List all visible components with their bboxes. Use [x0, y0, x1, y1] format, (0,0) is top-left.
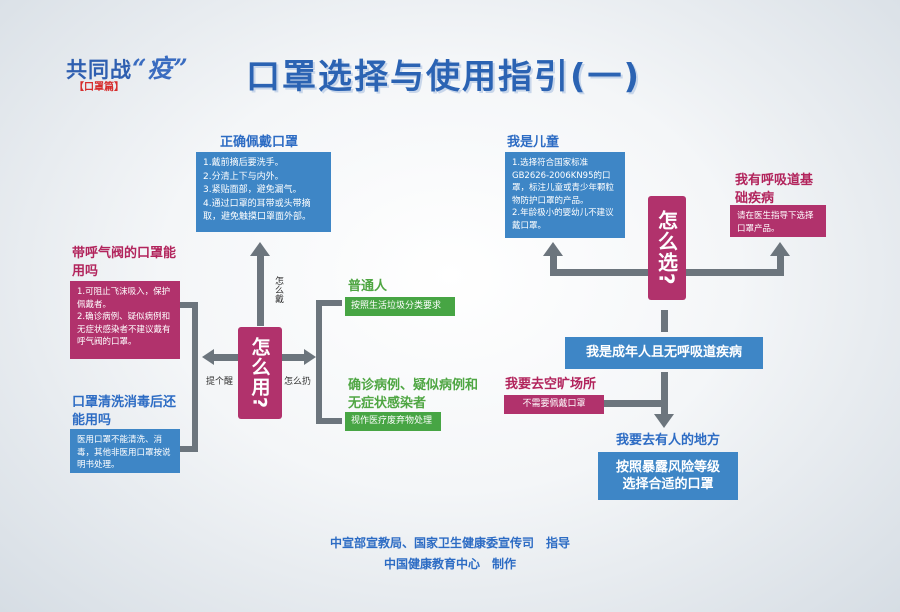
- wear-box: 1.戴前摘后要洗手。 2.分清上下与内外。 3.紧贴面部，避免漏气。 4.通过口…: [196, 152, 331, 232]
- confirmed-box: 视作医疗废弃物处理: [345, 412, 441, 431]
- adult-box: 我是成年人且无呼吸道疾病: [565, 337, 763, 369]
- arrow-up-shaft: [257, 254, 264, 326]
- bar-right-up-shaft: [777, 254, 784, 276]
- left-bracket-bottom: [180, 446, 198, 452]
- adult-text: 我是成年人且无呼吸道疾病: [585, 345, 742, 360]
- left-bracket-top: [180, 302, 198, 308]
- open-header: 我要去空旷场所: [505, 377, 597, 392]
- crowd-header: 我要去有人的地方: [616, 433, 721, 448]
- child-header: 我是儿童: [507, 135, 560, 150]
- valve-box: 1.可阻止飞沫吸入，保护佩戴者。 2.确诊病例、疑似病例和无症状感染者不建议戴有…: [70, 281, 180, 359]
- arrow-left-shaft: [214, 354, 238, 361]
- bar-right: [684, 269, 784, 276]
- wash-line-1: 医用口罩不能清洗、消毒，其他非医用口罩按说明书处理。: [77, 435, 171, 470]
- ordinary-text: 按照生活垃圾分类要求: [351, 301, 442, 311]
- valve-line-1: 1.可阻止飞沫吸入，保护佩戴者。: [77, 287, 171, 310]
- logo: 共同战“疫”: [66, 49, 189, 85]
- arrow-left-head: [202, 349, 214, 365]
- bar-left: [550, 269, 650, 276]
- open-text: 不需要佩戴口罩: [522, 399, 586, 409]
- discard-label: 怎么扔: [284, 377, 312, 387]
- footer-producer: 中国健康教育中心 制作: [383, 557, 516, 571]
- open-connector: [604, 400, 664, 407]
- open-box: 不需要佩戴口罩: [504, 395, 604, 414]
- adult-connector: [661, 310, 668, 332]
- wear-label: 怎么戴: [273, 276, 283, 303]
- wash-header: 口罩清洗消毒后还能用吗: [72, 395, 177, 428]
- discard-bracket-bottom: [316, 418, 342, 424]
- child-line-2: 2.年龄极小的婴幼儿不建议戴口罩。: [512, 208, 614, 231]
- ordinary-header: 普通人: [348, 279, 388, 294]
- child-box: 1.选择符合国家标准GB2626-2006KN95的口罩，标注儿童或青少年颗粒物…: [505, 152, 625, 238]
- crowd-box: 按照暴露风险等级选择合适的口罩: [598, 452, 738, 500]
- discard-bracket-top: [316, 300, 342, 306]
- logo-yi: “疫”: [132, 54, 189, 83]
- wash-box: 医用口罩不能清洗、消毒，其他非医用口罩按说明书处理。: [70, 429, 180, 473]
- wear-line-4: 4.通过口罩的耳带或头带摘取，避免触摸口罩面外部。: [203, 198, 312, 223]
- how-to-choose-center: 怎么选?: [648, 196, 686, 300]
- crowd-arrow-head: [654, 414, 674, 428]
- respiratory-box: 请在医生指导下选择口罩产品。: [730, 205, 826, 237]
- confirmed-header: 确诊病例、疑似病例和无症状感染者: [348, 378, 479, 411]
- remind-label: 提个醒: [206, 377, 234, 387]
- wear-line-2: 2.分清上下与内外。: [203, 171, 284, 182]
- bar-left-up-shaft: [550, 254, 557, 276]
- ordinary-box: 按照生活垃圾分类要求: [345, 297, 455, 316]
- wear-header: 正确佩戴口罩: [220, 135, 299, 150]
- valve-header: 带呼气阀的口罩能用吗: [72, 246, 177, 279]
- confirmed-text: 视作医疗废弃物处理: [351, 416, 433, 426]
- child-line-1: 1.选择符合国家标准GB2626-2006KN95的口罩，标注儿童或青少年颗粒物…: [512, 158, 615, 206]
- respiratory-text: 请在医生指导下选择口罩产品。: [737, 211, 814, 234]
- wear-line-3: 3.紧贴面部，避免漏气。: [203, 185, 302, 195]
- left-bracket: [192, 302, 198, 452]
- wear-line-1: 1.戴前摘后要洗手。: [203, 158, 284, 168]
- respiratory-arrow-head: [770, 242, 790, 256]
- arrow-up-head: [250, 242, 270, 256]
- respiratory-header: 我有呼吸道基础疾病: [735, 173, 814, 206]
- valve-line-2: 2.确诊病例、疑似病例和无症状感染者不建议戴有呼气阀的口罩。: [77, 312, 171, 347]
- logo-subtitle: 【口罩篇】: [74, 82, 124, 93]
- how-to-use-center: 怎么用?: [238, 327, 282, 419]
- crowd-text: 按照暴露风险等级选择合适的口罩: [615, 460, 720, 492]
- logo-text: 共同战: [66, 58, 132, 82]
- arrow-right-shaft: [282, 354, 304, 361]
- crowd-arrow-shaft: [661, 372, 668, 416]
- page-title: 口罩选择与使用指引(一): [246, 57, 642, 97]
- discard-bracket: [316, 300, 322, 424]
- arrow-right-head: [304, 349, 316, 365]
- child-arrow-head: [543, 242, 563, 256]
- footer-guidance: 中宣部宣教局、国家卫生健康委宣传司 指导: [329, 536, 570, 550]
